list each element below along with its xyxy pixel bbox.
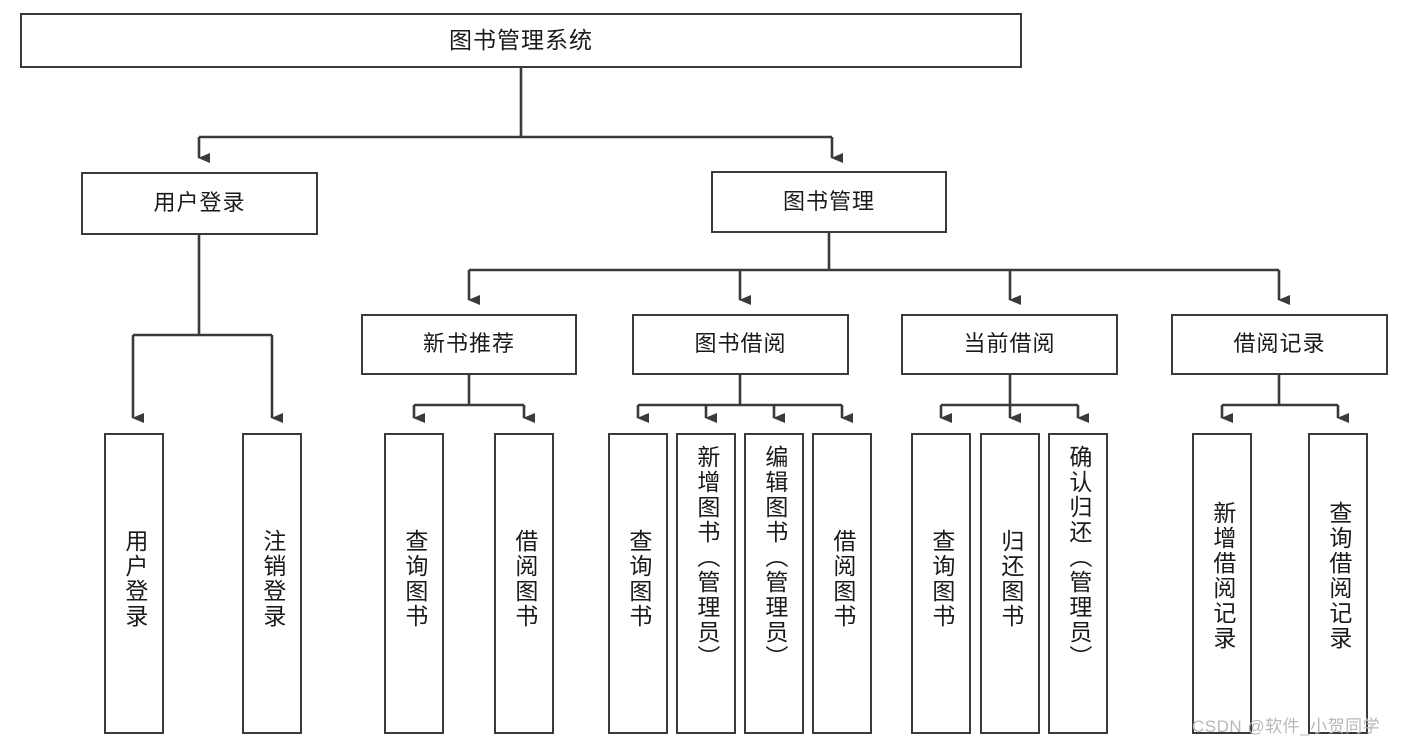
leaf-borrow-book-2-label: 借阅图书 xyxy=(829,529,856,629)
leaf-query-book-3[interactable]: 查询图书 xyxy=(911,433,971,734)
leaf-logout-label: 注销登录 xyxy=(259,529,286,629)
leaf-user-login[interactable]: 用户登录 xyxy=(104,433,164,734)
leaf-add-record[interactable]: 新增借阅记录 xyxy=(1192,433,1252,734)
leaf-return-book-label: 归还图书 xyxy=(997,529,1024,629)
node-user-login[interactable]: 用户登录 xyxy=(81,172,318,235)
node-borrow-record-label: 借阅记录 xyxy=(1233,331,1326,357)
node-current-borrow[interactable]: 当前借阅 xyxy=(901,314,1118,375)
leaf-confirm-return[interactable]: 确认归还（管理员） xyxy=(1048,433,1108,734)
leaf-borrow-book-2[interactable]: 借阅图书 xyxy=(812,433,872,734)
leaf-query-book-1[interactable]: 查询图书 xyxy=(384,433,444,734)
leaf-add-record-label: 新增借阅记录 xyxy=(1209,501,1236,651)
leaf-edit-book-label: 编辑图书（管理员） xyxy=(761,445,788,670)
node-book-management[interactable]: 图书管理 xyxy=(711,171,947,233)
leaf-edit-book[interactable]: 编辑图书（管理员） xyxy=(744,433,804,734)
leaf-query-record-label: 查询借阅记录 xyxy=(1325,501,1352,651)
node-root[interactable]: 图书管理系统 xyxy=(20,13,1022,68)
leaf-return-book[interactable]: 归还图书 xyxy=(980,433,1040,734)
leaf-query-book-2[interactable]: 查询图书 xyxy=(608,433,668,734)
leaf-query-book-2-label: 查询图书 xyxy=(625,529,652,629)
node-new-book-recommend-label: 新书推荐 xyxy=(422,331,515,357)
leaf-query-book-3-label: 查询图书 xyxy=(928,529,955,629)
node-book-borrow-label: 图书借阅 xyxy=(694,331,787,357)
leaf-confirm-return-label: 确认归还（管理员） xyxy=(1065,445,1092,670)
leaf-query-book-1-label: 查询图书 xyxy=(401,529,428,629)
leaf-user-login-label: 用户登录 xyxy=(121,529,148,629)
node-current-borrow-label: 当前借阅 xyxy=(963,331,1056,357)
leaf-query-record[interactable]: 查询借阅记录 xyxy=(1308,433,1368,734)
node-new-book-recommend[interactable]: 新书推荐 xyxy=(361,314,577,375)
csdn-watermark: CSDN @软件_小贺同学 xyxy=(1192,717,1381,736)
leaf-borrow-book-1-label: 借阅图书 xyxy=(511,529,538,629)
leaf-add-book-label: 新增图书（管理员） xyxy=(693,445,720,670)
node-root-label: 图书管理系统 xyxy=(449,26,593,53)
node-book-management-label: 图书管理 xyxy=(782,188,875,214)
leaf-borrow-book-1[interactable]: 借阅图书 xyxy=(494,433,554,734)
node-book-borrow[interactable]: 图书借阅 xyxy=(632,314,849,375)
node-borrow-record[interactable]: 借阅记录 xyxy=(1171,314,1388,375)
node-user-login-label: 用户登录 xyxy=(153,190,246,216)
leaf-add-book[interactable]: 新增图书（管理员） xyxy=(676,433,736,734)
leaf-logout[interactable]: 注销登录 xyxy=(242,433,302,734)
